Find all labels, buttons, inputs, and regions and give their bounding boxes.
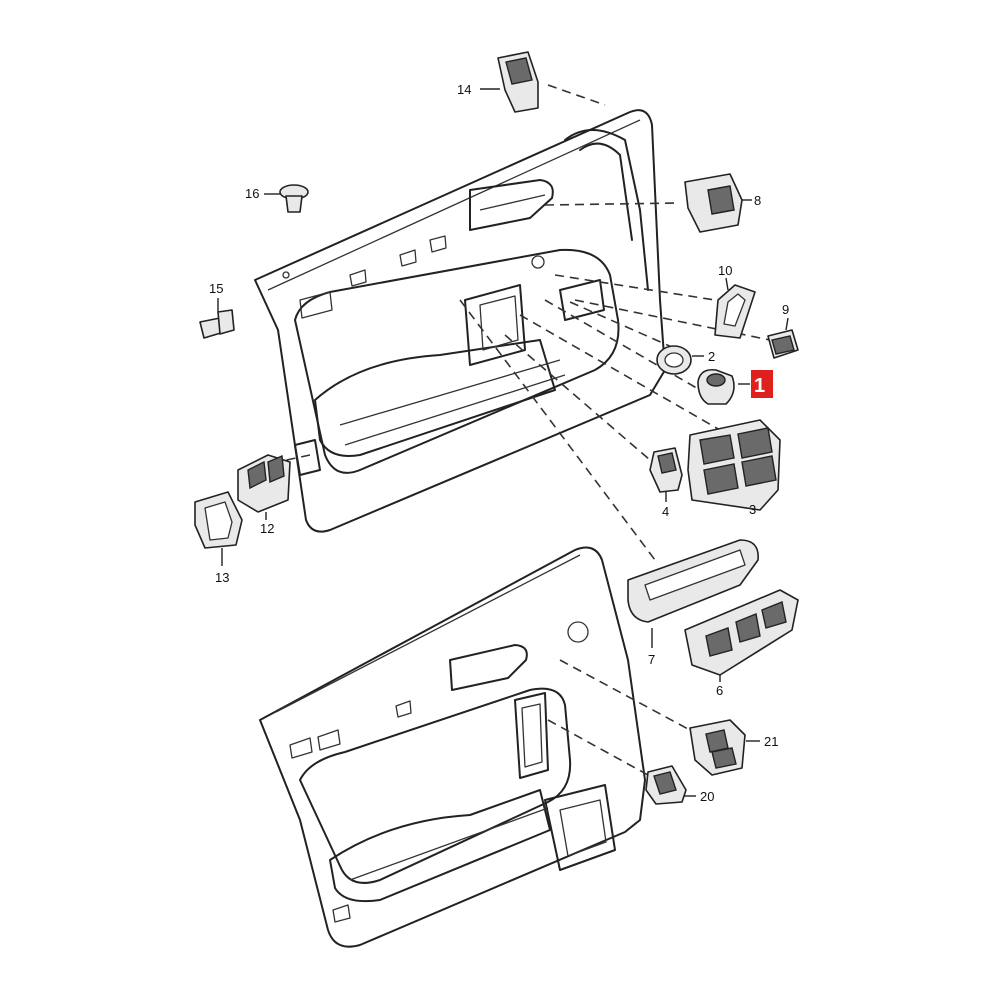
callout-12: 12	[260, 521, 274, 536]
part-16-push-pin	[264, 184, 309, 213]
part-6-switch-panel	[684, 589, 799, 682]
callout-20: 20	[700, 789, 714, 804]
callout-2: 2	[708, 349, 715, 364]
front-door-panel	[254, 109, 666, 533]
part-4-small-switch	[649, 447, 683, 502]
callout-4: 4	[662, 504, 669, 519]
part-3-window-switch-block	[687, 419, 781, 511]
callout-13: 13	[215, 570, 229, 585]
part-7-armrest-trim	[627, 539, 759, 648]
rear-door-panel	[259, 546, 646, 948]
part-13-bezel	[194, 491, 243, 566]
part-8-switch	[684, 173, 752, 233]
callout-16: 16	[245, 186, 259, 201]
part-10-trim-bezel	[714, 277, 756, 339]
part-21-switch	[689, 719, 760, 776]
callout-labels: 14 16 15 8 10 9 2 1 3 4 12 13 7 6 21 20	[209, 82, 789, 804]
callout-8: 8	[754, 193, 761, 208]
part-12-switch	[237, 454, 291, 520]
callout-10: 10	[718, 263, 732, 278]
callout-7: 7	[648, 652, 655, 667]
part-2-ring	[656, 345, 704, 375]
callout-9: 9	[782, 302, 789, 317]
part-1-mirror-switch	[697, 368, 773, 405]
callout-1-highlight	[751, 370, 773, 398]
callout-21: 21	[764, 734, 778, 749]
callout-14: 14	[457, 82, 471, 97]
callout-15: 15	[209, 281, 223, 296]
callout-1: 1	[754, 375, 765, 397]
callout-6: 6	[716, 683, 723, 698]
callout-3: 3	[749, 502, 756, 517]
part-15-screw	[199, 298, 235, 339]
part-14-clip	[480, 51, 539, 113]
part-9-cap	[767, 317, 799, 359]
part-20-switch	[645, 765, 696, 805]
